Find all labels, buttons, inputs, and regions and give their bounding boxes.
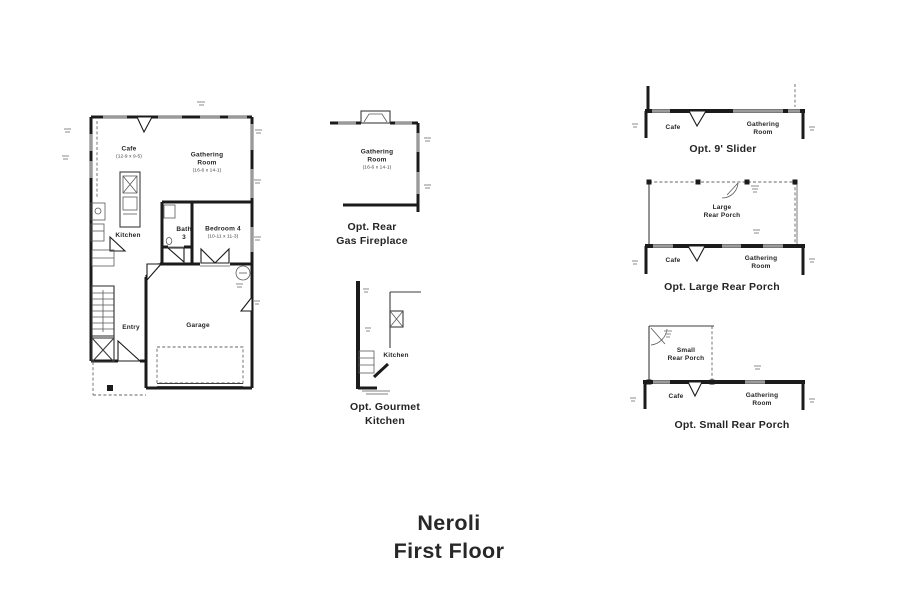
room-label-kitchen: Kitchen (115, 231, 141, 239)
room-label-large-rear-porch: Large Rear Porch (703, 203, 741, 219)
opt-rear-gas-fireplace-plan (330, 110, 420, 212)
room-label-gathering-room: Gathering Room (16-6 x 14-1) (190, 151, 224, 174)
option-title-large-rear-porch: Opt. Large Rear Porch (664, 281, 780, 293)
room-label-small-porch-gathering-room: Gathering Room (745, 391, 779, 407)
opt-small-rear-porch-plan (643, 325, 805, 410)
room-label-gourmet-kitchen: Kitchen (383, 351, 409, 359)
opt-large-rear-porch-plan (644, 179, 805, 275)
room-label-garage: Garage (186, 321, 210, 329)
option-title-9ft-slider: Opt. 9' Slider (689, 143, 757, 155)
room-label-small-rear-porch: Small Rear Porch (667, 346, 705, 362)
room-label-small-porch-cafe: Cafe (668, 392, 684, 400)
fireplace-icon (360, 110, 391, 124)
room-label-entry: Entry (122, 323, 140, 331)
room-label-large-porch-cafe: Cafe (665, 256, 681, 264)
opt-gourmet-kitchen-plan (356, 281, 421, 395)
range-icon (389, 310, 404, 328)
plan-title: Neroli First Floor (394, 510, 505, 566)
room-label-cafe: Cafe (12-9 x 9-5) (116, 145, 142, 160)
room-label-large-porch-gathering-room: Gathering Room (744, 254, 778, 270)
room-label-slider-cafe: Cafe (665, 123, 681, 131)
room-label-fireplace-gathering-room: Gathering Room (16-6 x 14-1) (360, 148, 394, 171)
dimension-callout-marks (62, 101, 815, 403)
option-title-small-rear-porch: Opt. Small Rear Porch (674, 419, 790, 431)
main-floor-plan (89, 115, 254, 396)
plan-name: Neroli (417, 511, 481, 535)
option-title-rear-gas-fireplace: Opt. Rear Gas Fireplace (336, 221, 408, 247)
option-title-gourmet-kitchen: Opt. Gourmet Kitchen (349, 401, 421, 427)
room-label-bedroom-4: Bedroom 4 (10-11 x 11-3) (205, 225, 241, 240)
opt-9ft-slider-plan (644, 84, 805, 139)
room-label-bath-3: Bath 3 (176, 225, 192, 241)
floor-name: First Floor (393, 538, 505, 563)
room-label-slider-gathering-room: Gathering Room (746, 120, 780, 136)
